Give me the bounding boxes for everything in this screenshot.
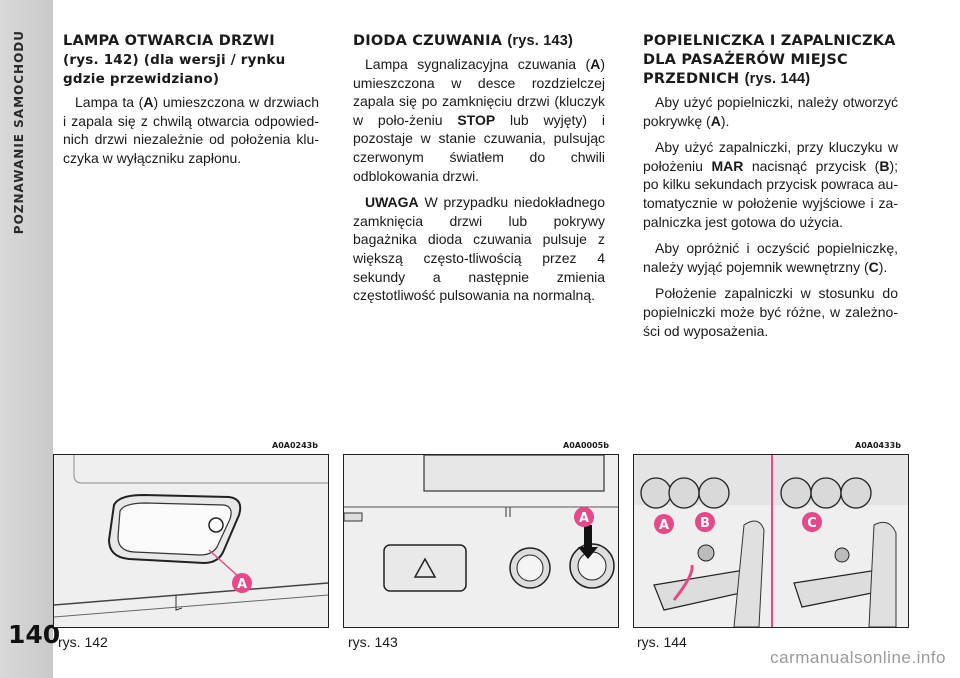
heading-standby-diode: DIODA CZUWANIA (rys. 143) bbox=[353, 33, 574, 49]
paragraph-ashtray-2: Aby użyć zapalniczki, przy kluczyku w po… bbox=[643, 139, 898, 230]
caption-142: rys. 142 bbox=[58, 634, 108, 650]
callout-C-144: C bbox=[807, 516, 817, 531]
paragraph-ashtray-4: Położenie zapalniczki w stosunku do popi… bbox=[643, 285, 898, 339]
figure-code-143: A0A0005b bbox=[563, 441, 609, 450]
figure-144-ashtray-lighter: A B C bbox=[633, 454, 909, 628]
caption-143: rys. 143 bbox=[348, 634, 398, 650]
paragraph-ashtray-3: Aby opróżnić i oczyścić popielniczkę, na… bbox=[643, 240, 898, 275]
page-number: 140 bbox=[8, 620, 61, 649]
column-door-lamp: LAMPA OTWARCIA DRZWI (rys. 142) (dla wer… bbox=[63, 32, 319, 175]
watermark: carmanualsonline.info bbox=[770, 648, 946, 667]
section-sidebar: POZNAWANIE SAMOCHODU 140 bbox=[0, 0, 60, 678]
callout-A-144: A bbox=[659, 518, 669, 533]
callout-B-144: B bbox=[700, 516, 710, 531]
caption-144: rys. 144 bbox=[637, 634, 687, 650]
column-ashtray-lighter: POPIELNICZKA I ZAPALNICZKA DLA PASAŻERÓW… bbox=[643, 32, 898, 348]
paragraph-ashtray-1: Aby użyć popielniczki, należy otworzyć p… bbox=[643, 94, 898, 129]
paragraph-standby-2: UWAGA W przypadku niedokładnego zamknięc… bbox=[353, 194, 605, 304]
figure-code-142: A0A0243b bbox=[272, 441, 318, 450]
dashboard-diode-illustration: A bbox=[343, 454, 618, 627]
callout-A-142: A bbox=[237, 577, 247, 592]
ashtray-lighter-illustration: A B C bbox=[634, 455, 908, 628]
heading-ashtray-lighter: POPIELNICZKA I ZAPALNICZKA DLA PASAŻERÓW… bbox=[643, 33, 896, 87]
heading-door-lamp: LAMPA OTWARCIA DRZWI (rys. 142) (dla wer… bbox=[63, 33, 286, 87]
paragraph-standby-1: Lampa sygnalizacyjna czuwania (A) umiesz… bbox=[353, 56, 605, 184]
section-title: POZNAWANIE SAMOCHODU bbox=[12, 30, 26, 235]
figure-code-144: A0A0433b bbox=[855, 441, 901, 450]
figure-143-dashboard-diode: A bbox=[343, 454, 619, 628]
paragraph-door-lamp: Lampa ta (A) umieszczona w drzwiach i za… bbox=[63, 94, 319, 166]
door-lamp-illustration: A bbox=[53, 455, 329, 627]
column-standby-diode: DIODA CZUWANIA (rys. 143) Lampa sygnaliz… bbox=[353, 32, 605, 313]
figure-142-door-lamp: A bbox=[53, 454, 329, 628]
callout-A-143: A bbox=[579, 511, 589, 526]
